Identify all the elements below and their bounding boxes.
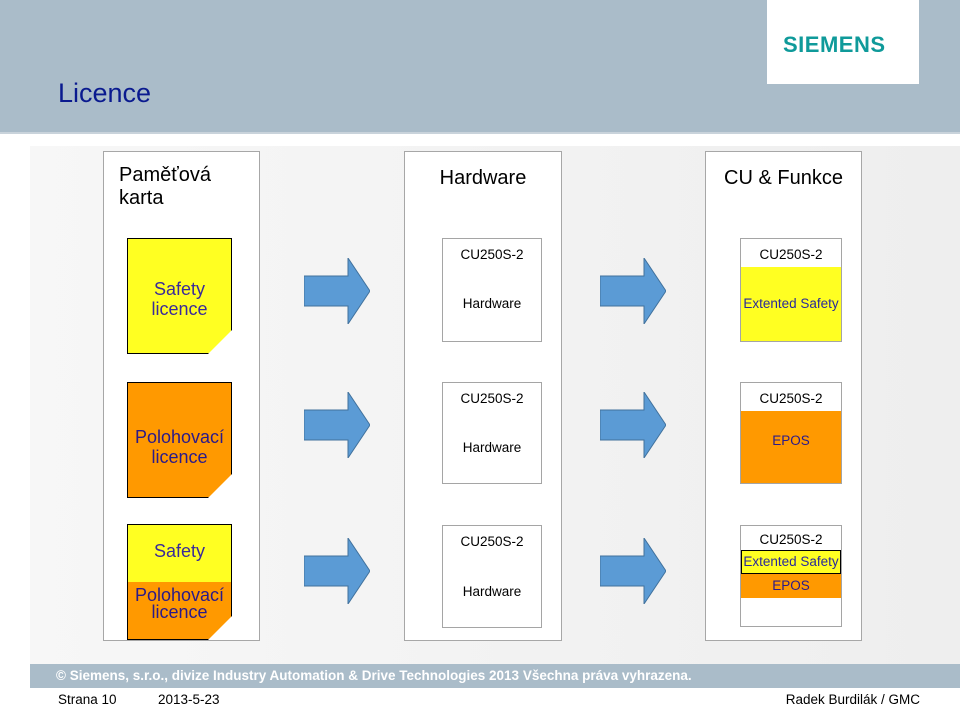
memory-card-heading: Paměťová karta bbox=[119, 164, 211, 209]
hardware-model: CU250S-2 bbox=[460, 247, 524, 262]
siemens-logo: SIEMENS bbox=[783, 32, 886, 57]
extended-safety-label: Extented Safety bbox=[743, 296, 839, 311]
hardware-heading: Hardware bbox=[439, 167, 527, 189]
hardware-box: CU250S-2 Hardware bbox=[442, 525, 542, 628]
cu-model: CU250S-2 bbox=[759, 532, 823, 547]
cu-function-box: CU250S-2 Extented Safety bbox=[740, 238, 842, 342]
right-arrow-icon bbox=[304, 392, 370, 458]
header-divider bbox=[0, 132, 960, 134]
hardware-label: Hardware bbox=[462, 584, 522, 599]
hardware-model: CU250S-2 bbox=[460, 534, 524, 549]
card-label-line: Safety bbox=[153, 541, 206, 561]
right-arrow-icon bbox=[600, 392, 666, 458]
card-label-line: Polohovací bbox=[134, 585, 225, 605]
hardware-label: Hardware bbox=[462, 296, 522, 311]
author-label: Radek Burdilák / GMC bbox=[785, 692, 920, 705]
logo-box bbox=[767, 0, 919, 70]
epos-label: EPOS bbox=[772, 433, 810, 448]
positioning-licence-card: Polohovací licence bbox=[127, 382, 232, 498]
card-label-line: licence bbox=[151, 447, 208, 467]
combined-licence-card: Safety Polohovací licence bbox=[127, 524, 232, 640]
epos-label: EPOS bbox=[772, 578, 810, 593]
right-arrow-icon bbox=[600, 258, 666, 324]
epos-fill bbox=[741, 411, 841, 483]
function-heading: CU & Funkce bbox=[724, 167, 843, 189]
hardware-model: CU250S-2 bbox=[460, 391, 524, 406]
hardware-box: CU250S-2 Hardware bbox=[442, 238, 542, 342]
cu-model: CU250S-2 bbox=[759, 391, 823, 406]
slide-date: 2013-5-23 bbox=[158, 692, 220, 705]
card-label-line: Safety bbox=[153, 279, 206, 299]
right-arrow-icon bbox=[600, 538, 666, 604]
extended-safety-label: Extented Safety bbox=[743, 554, 839, 569]
slide-title: Licence bbox=[58, 78, 152, 108]
safety-licence-card: Safety licence bbox=[127, 238, 232, 354]
hardware-box: CU250S-2 Hardware bbox=[442, 382, 542, 484]
card-label-line: licence bbox=[151, 299, 208, 319]
hardware-label: Hardware bbox=[462, 440, 522, 455]
extended-safety-fill bbox=[741, 267, 841, 341]
footer-band bbox=[30, 664, 960, 688]
cu-function-box: CU250S-2 EPOS bbox=[740, 382, 842, 484]
page-number: Strana 10 bbox=[58, 692, 117, 705]
extended-safety-fill bbox=[741, 550, 841, 574]
right-arrow-icon bbox=[304, 258, 370, 324]
cu-model: CU250S-2 bbox=[759, 247, 823, 262]
right-arrow-icon bbox=[304, 538, 370, 604]
copyright-notice: © Siemens, s.r.o., divize Industry Autom… bbox=[56, 668, 692, 683]
cu-function-box: CU250S-2 Extented Safety EPOS bbox=[740, 525, 842, 627]
card-label-line: licence bbox=[151, 602, 208, 622]
logo-underline bbox=[767, 70, 919, 84]
card-label-line: Polohovací bbox=[134, 427, 225, 447]
epos-fill bbox=[741, 574, 841, 598]
